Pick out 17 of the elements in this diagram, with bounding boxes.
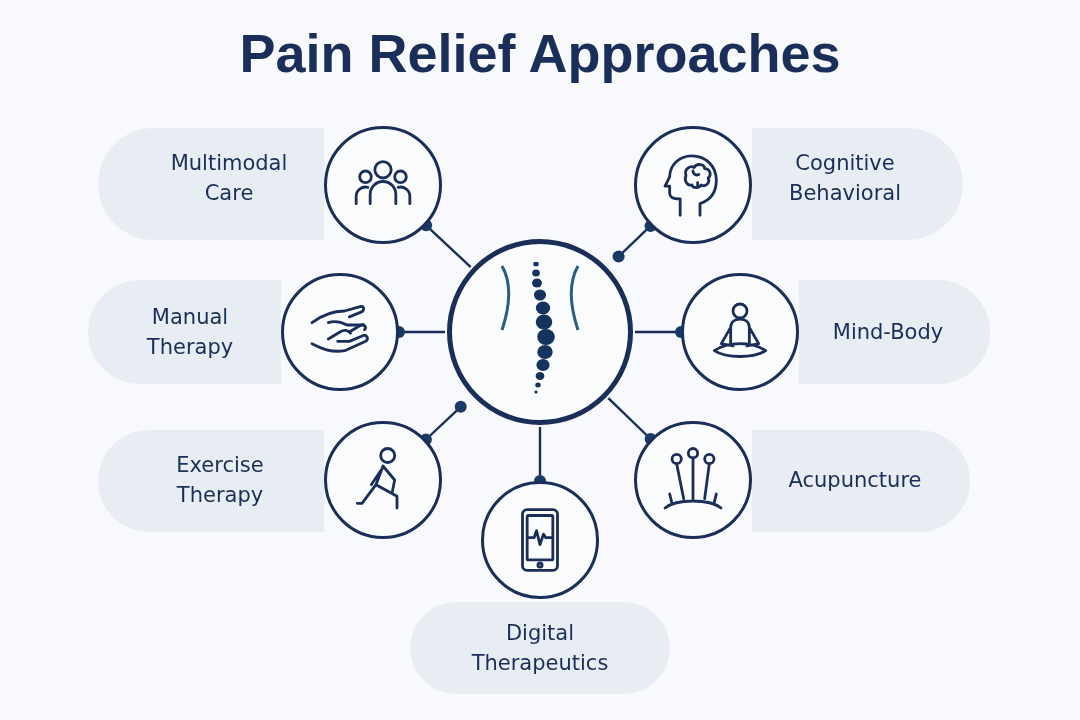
approach-label: Multimodal Care: [169, 150, 289, 207]
label-pill: [98, 430, 324, 532]
approach-label: Acupuncture: [787, 467, 923, 494]
label-pill: [98, 128, 324, 240]
connector-line: [420, 219, 472, 268]
title: Pain Relief Approaches: [239, 22, 841, 84]
label-pill: [752, 128, 963, 240]
label-pill: [752, 430, 970, 532]
connector-line: [607, 397, 657, 445]
label-pill: [799, 280, 990, 384]
approach-label: Exercise Therapy: [175, 452, 265, 509]
approach-label: Cognitive Behavioral: [788, 150, 902, 207]
connector-line: [612, 219, 657, 263]
label-pill: [88, 280, 281, 384]
approach-label: Digital Therapeutics: [470, 620, 610, 677]
approach-label: Mind-Body: [831, 319, 945, 346]
approach-label: Manual Therapy: [145, 304, 235, 361]
